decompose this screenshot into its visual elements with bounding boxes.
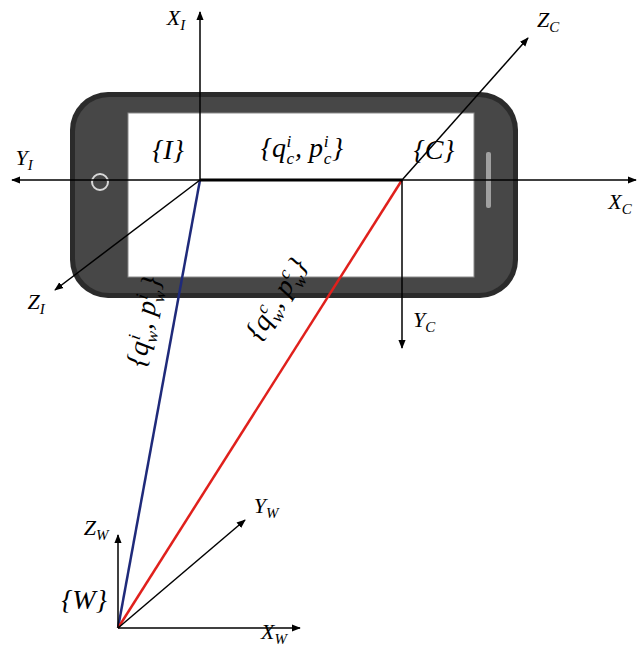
axis-label: YW <box>254 494 279 521</box>
frame-label: {I} <box>152 135 184 166</box>
axis-label: XC <box>608 190 631 217</box>
axis-label: ZC <box>537 8 559 35</box>
axis-label: XI <box>167 6 185 33</box>
axis-label: ZI <box>27 290 44 317</box>
frame-label: {W} <box>61 585 107 616</box>
pose-lines <box>118 180 402 628</box>
axis-label: XW <box>261 620 287 647</box>
axes <box>12 12 636 628</box>
pose-label: {qic, pic} <box>261 133 344 167</box>
frame-label: {C} <box>413 135 454 166</box>
axis-label: YI <box>15 146 32 173</box>
axis-label: YC <box>413 308 435 335</box>
phone <box>70 92 518 298</box>
axis-label: ZW <box>84 516 109 543</box>
